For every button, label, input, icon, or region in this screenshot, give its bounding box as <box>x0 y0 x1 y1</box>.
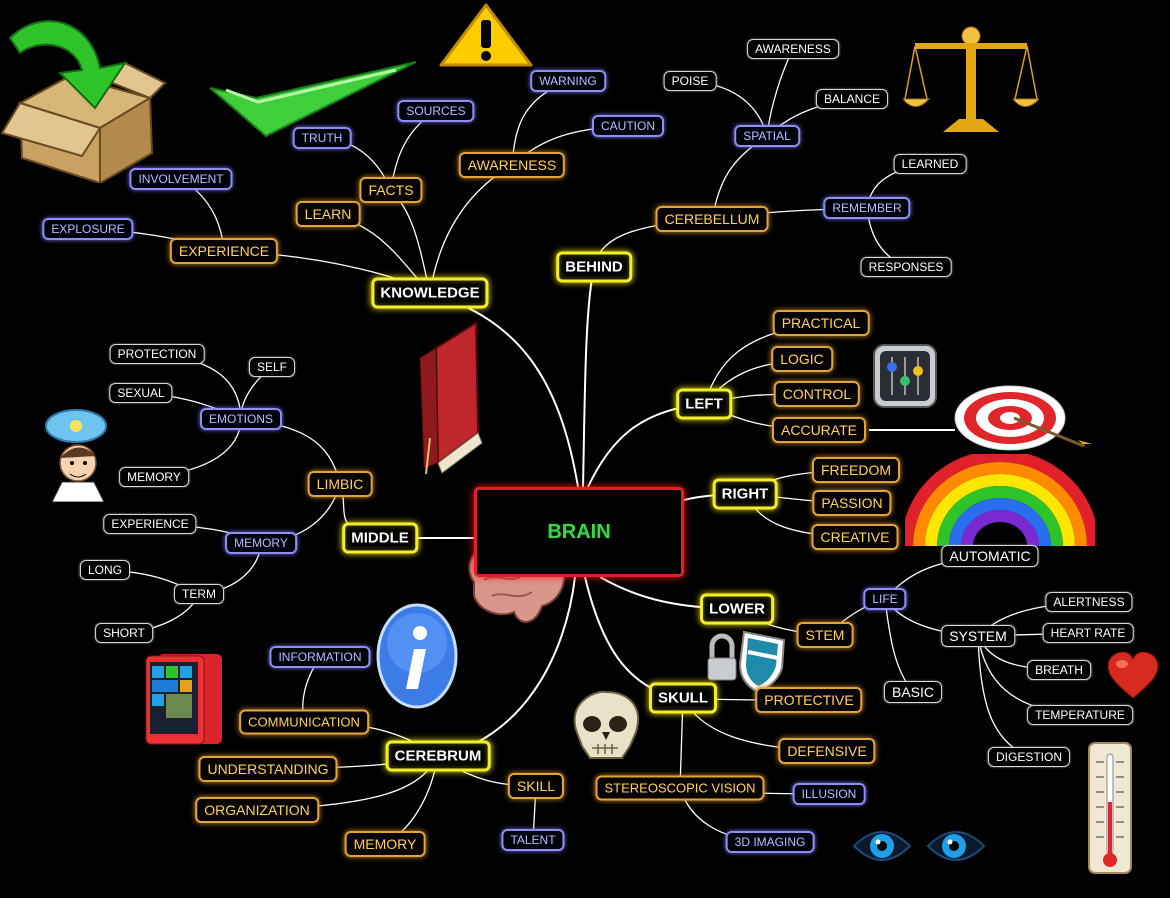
node-freedom[interactable]: FREEDOM <box>812 457 900 483</box>
node-middle[interactable]: MIDDLE <box>342 523 418 554</box>
node-control[interactable]: CONTROL <box>774 381 860 407</box>
root-node[interactable]: BRAIN <box>474 487 684 577</box>
node-automatic[interactable]: AUTOMATIC <box>941 545 1038 567</box>
node-limbic[interactable]: LIMBIC <box>308 471 373 497</box>
node-temperature[interactable]: TEMPERATURE <box>1027 705 1133 725</box>
node-practical[interactable]: PRACTICAL <box>773 310 870 336</box>
root-label: BRAIN <box>547 521 610 544</box>
node-left[interactable]: LEFT <box>676 389 732 420</box>
node-warning[interactable]: WARNING <box>530 70 606 92</box>
eyes-icon <box>852 818 986 874</box>
node-creative[interactable]: CREATIVE <box>812 524 899 550</box>
node-alertness[interactable]: ALERTNESS <box>1045 592 1132 612</box>
book-icon <box>416 318 486 474</box>
node-skill[interactable]: SKILL <box>508 773 564 799</box>
node-lower[interactable]: LOWER <box>700 594 774 625</box>
node-organization[interactable]: ORGANIZATION <box>195 797 319 823</box>
node-cerebrum[interactable]: CEREBRUM <box>386 741 491 772</box>
node-passion[interactable]: PASSION <box>812 490 891 516</box>
node-remember[interactable]: REMEMBER <box>823 197 910 219</box>
node-limbic-experience[interactable]: EXPERIENCE <box>103 514 196 534</box>
node-balance[interactable]: BALANCE <box>816 89 888 109</box>
node-illusion[interactable]: ILLUSION <box>793 783 866 805</box>
node-emotion-memory[interactable]: MEMORY <box>119 467 189 487</box>
box-arrow-icon <box>0 8 170 183</box>
mixer-icon <box>872 343 938 409</box>
node-emotions[interactable]: EMOTIONS <box>200 408 282 430</box>
node-communication[interactable]: COMMUNICATION <box>239 710 369 735</box>
node-basic[interactable]: BASIC <box>884 681 942 703</box>
thinking-man-icon <box>44 408 110 502</box>
node-protection[interactable]: PROTECTION <box>110 344 205 364</box>
node-stem[interactable]: STEM <box>797 622 854 648</box>
node-spatial[interactable]: SPATIAL <box>734 125 800 147</box>
node-logic[interactable]: LOGIC <box>771 346 833 372</box>
target-icon <box>954 384 1094 456</box>
node-system[interactable]: SYSTEM <box>941 625 1015 647</box>
node-stereoscopic-vision[interactable]: STEREOSCOPIC VISION <box>596 776 765 801</box>
node-term[interactable]: TERM <box>174 584 224 604</box>
node-sexual[interactable]: SEXUAL <box>109 383 172 403</box>
scales-icon <box>903 24 1039 136</box>
node-self[interactable]: SELF <box>249 357 295 377</box>
node-heart-rate[interactable]: HEART RATE <box>1043 623 1134 643</box>
thermometer-icon <box>1088 742 1132 874</box>
node-breath[interactable]: BREATH <box>1027 660 1091 680</box>
node-skull[interactable]: SKULL <box>649 683 717 714</box>
shield-lock-icon <box>706 628 788 692</box>
node-learn[interactable]: LEARN <box>296 201 361 227</box>
node-experience[interactable]: EXPERIENCE <box>170 238 278 264</box>
node-accurate[interactable]: ACCURATE <box>772 417 866 443</box>
node-defensive[interactable]: DEFENSIVE <box>778 738 875 764</box>
node-3d-imaging[interactable]: 3D IMAGING <box>726 831 815 853</box>
node-life[interactable]: LIFE <box>863 588 906 610</box>
node-limbic-memory[interactable]: MEMORY <box>225 532 297 554</box>
node-right[interactable]: RIGHT <box>713 479 778 510</box>
info-icon <box>376 603 458 709</box>
node-caution[interactable]: CAUTION <box>592 115 664 137</box>
node-spatial-awareness[interactable]: AWARENESS <box>747 39 839 59</box>
node-responses[interactable]: RESPONSES <box>861 257 952 277</box>
node-understanding[interactable]: UNDERSTANDING <box>198 756 337 782</box>
node-facts[interactable]: FACTS <box>359 177 422 203</box>
node-digestion[interactable]: DIGESTION <box>988 747 1070 767</box>
node-awareness[interactable]: AWARENESS <box>459 152 565 178</box>
node-cerebrum-memory[interactable]: MEMORY <box>345 831 426 857</box>
node-long[interactable]: LONG <box>80 560 130 580</box>
node-cerebellum[interactable]: CEREBELLUM <box>656 206 769 232</box>
node-talent[interactable]: TALENT <box>501 829 564 851</box>
node-information[interactable]: INFORMATION <box>269 646 370 668</box>
node-poise[interactable]: POISE <box>664 71 717 91</box>
node-explosure[interactable]: EXPLOSURE <box>42 218 133 240</box>
checkmark-icon <box>206 58 420 138</box>
phone-icon <box>144 652 226 746</box>
node-involvement[interactable]: INVOLVEMENT <box>129 168 232 190</box>
node-learned[interactable]: LEARNED <box>894 154 967 174</box>
heart-icon <box>1106 652 1160 700</box>
node-behind[interactable]: BEHIND <box>556 252 632 283</box>
node-sources[interactable]: SOURCES <box>397 100 474 122</box>
node-knowledge[interactable]: KNOWLEDGE <box>371 278 488 309</box>
rainbow-icon <box>905 454 1095 548</box>
warning-icon <box>438 2 534 68</box>
node-truth[interactable]: TRUTH <box>293 127 352 149</box>
node-short[interactable]: SHORT <box>95 623 153 643</box>
skull-icon <box>568 690 642 760</box>
node-protective[interactable]: PROTECTIVE <box>755 687 862 713</box>
